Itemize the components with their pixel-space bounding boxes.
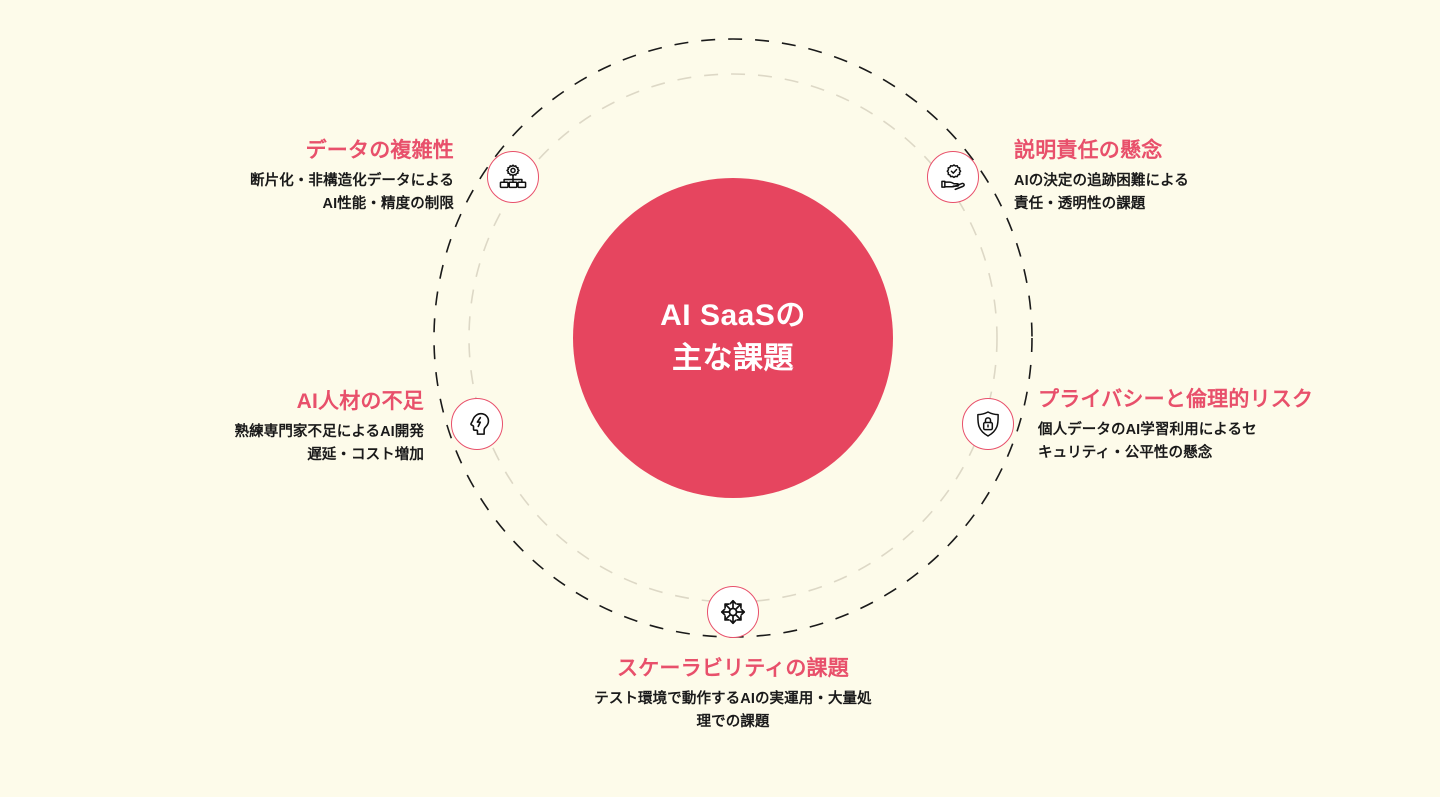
shield-lock-icon — [973, 409, 1003, 439]
node-text-data-complexity: データの複雑性 断片化・非構造化データによる AI性能・精度の制限 — [170, 137, 454, 215]
center-hub-circle: AI SaaSの 主な課題 — [573, 178, 893, 498]
node-title-data-complexity: データの複雑性 — [305, 139, 454, 162]
node-description-talent-shortage: 熟練専門家不足によるAI開発 遅延・コスト増加 — [234, 424, 424, 463]
node-title-privacy-ethics: プライバシーと倫理的リスク — [1038, 388, 1314, 411]
node-title-scalability: スケーラビリティの課題 — [617, 657, 849, 680]
icon-badge-scalability[interactable] — [707, 586, 759, 638]
icon-badge-accountability[interactable] — [927, 151, 979, 203]
node-title-accountability: 説明責任の懸念 — [1014, 139, 1163, 162]
icon-badge-data-complexity[interactable] — [487, 151, 539, 203]
node-text-talent-shortage: AI人材の不足 熟練専門家不足によるAI開発 遅延・コスト増加 — [140, 388, 424, 466]
icon-badge-talent-shortage[interactable] — [451, 398, 503, 450]
head-lightning-icon — [462, 409, 492, 439]
node-description-data-complexity: 断片化・非構造化データによる AI性能・精度の制限 — [250, 173, 454, 212]
hand-gear-check-icon — [938, 162, 968, 192]
gear-hierarchy-icon — [498, 162, 528, 192]
node-text-scalability: スケーラビリティの課題 テスト環境で動作するAIの実運用・大量処 理での課題 — [548, 655, 918, 733]
node-description-privacy-ethics: 個人データのAI学習利用によるセ キュリティ・公平性の懸念 — [1038, 422, 1257, 461]
node-text-accountability: 説明責任の懸念 AIの決定の追跡困難による 責任・透明性の課題 — [1014, 137, 1314, 215]
node-description-scalability: テスト環境で動作するAIの実運用・大量処 理での課題 — [594, 691, 872, 730]
center-hub-title: AI SaaSの 主な課題 — [660, 299, 806, 375]
node-description-accountability: AIの決定の追跡困難による 責任・透明性の課題 — [1014, 173, 1189, 212]
expand-arrows-icon — [718, 597, 748, 627]
node-title-talent-shortage: AI人材の不足 — [296, 390, 424, 413]
icon-badge-privacy-ethics[interactable] — [962, 398, 1014, 450]
node-text-privacy-ethics: プライバシーと倫理的リスク 個人データのAI学習利用によるセ キュリティ・公平性… — [1038, 386, 1358, 464]
